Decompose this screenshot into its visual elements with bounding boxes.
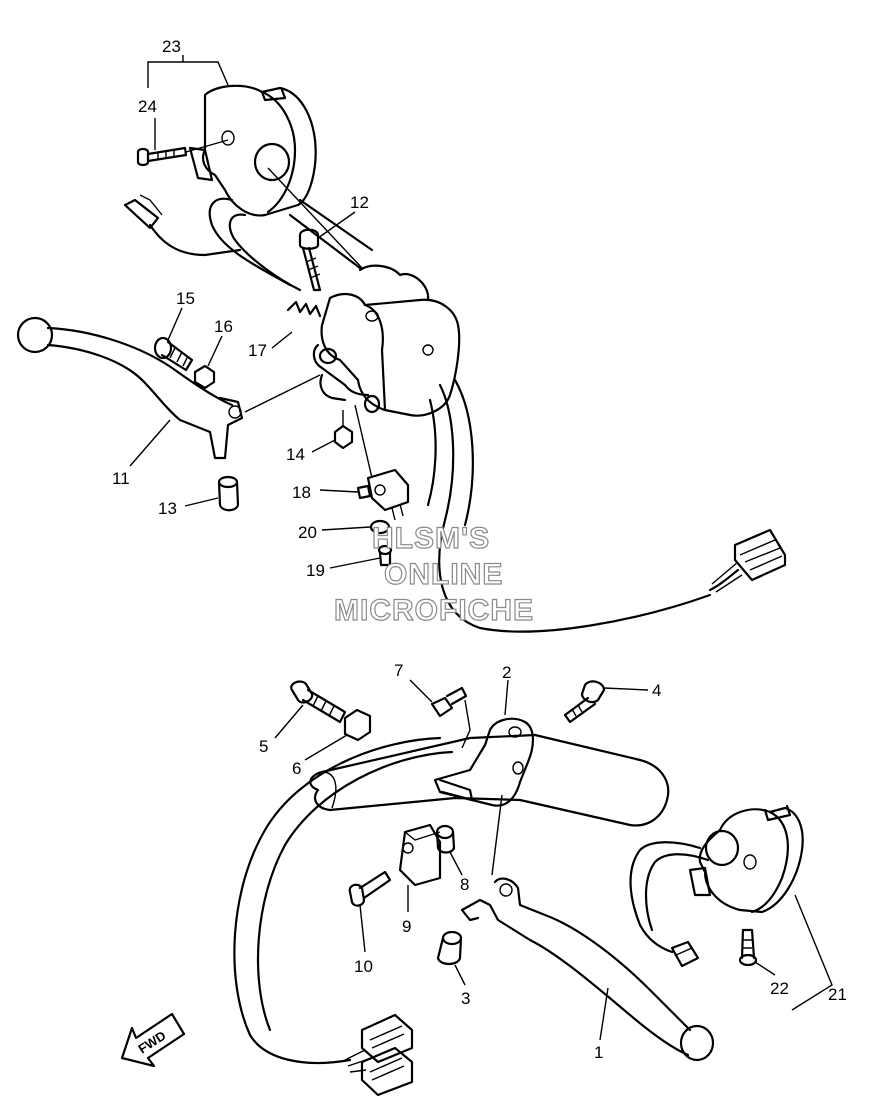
callout-12: 12 [350, 193, 369, 212]
handlebar-lower [309, 733, 670, 827]
bolt-5 [290, 680, 347, 724]
screw-19 [377, 544, 393, 567]
callout-23: 23 [162, 37, 181, 56]
nut-16 [193, 364, 216, 390]
callout-20: 20 [298, 523, 317, 542]
fwd-label: FWD [135, 1028, 168, 1057]
callout-17: 17 [248, 341, 267, 360]
watermark-line-3: MICROFICHE [334, 594, 534, 627]
screw-24 [136, 146, 188, 167]
callout-3: 3 [461, 989, 470, 1008]
clutch-cable [233, 736, 442, 1065]
callout-10: 10 [354, 957, 373, 976]
switch-wire-upper [208, 197, 292, 287]
bolt-4 [563, 680, 606, 724]
collar-13 [217, 475, 240, 512]
callout-21: 21 [828, 985, 847, 1004]
handlebar-switch-upper [188, 84, 317, 217]
leader-lines [129, 55, 833, 1041]
callout-16: 16 [214, 317, 233, 336]
clutch-switch-9 [398, 823, 442, 887]
callout-19: 19 [306, 561, 325, 580]
brake-hose [438, 383, 712, 633]
connector-upper-right [708, 528, 787, 593]
callout-labels: 1 2 3 4 5 6 7 8 9 10 11 12 13 14 15 16 1… [112, 37, 847, 1062]
callout-4: 4 [652, 681, 661, 700]
spring-17 [286, 300, 322, 318]
connector-lower-left [344, 1013, 414, 1097]
screw-22 [738, 928, 758, 967]
handlebar-upper [288, 213, 362, 270]
switch-lead [148, 223, 242, 257]
connector-lower-right [670, 940, 700, 968]
callout-22: 22 [770, 979, 789, 998]
collar-8 [435, 824, 456, 854]
watermark-line-2: ONLINE [384, 558, 503, 591]
callout-18: 18 [292, 483, 311, 502]
callout-7: 7 [394, 661, 403, 680]
callout-2: 2 [502, 663, 511, 682]
callout-15: 15 [176, 289, 195, 308]
master-cylinder [312, 264, 461, 417]
bolt-15 [153, 336, 194, 372]
watermark-line-1: HLSM'S [372, 522, 490, 555]
callout-9: 9 [402, 917, 411, 936]
switch-wire-lower [629, 841, 702, 954]
bolt-7 [430, 686, 471, 749]
handlebar-switch-lower [688, 804, 804, 914]
clutch-lever-1 [460, 877, 715, 1062]
screw-10 [348, 870, 392, 907]
collar-3 [436, 930, 463, 966]
washer-20 [369, 519, 391, 535]
callout-1: 1 [594, 1043, 603, 1062]
bolt-12 [298, 228, 322, 292]
watermark: HLSM'S ONLINE MICROFICHE [333, 521, 534, 627]
callout-6: 6 [292, 759, 301, 778]
callout-13: 13 [158, 499, 177, 518]
fwd-arrow-icon: FWD [120, 1012, 186, 1068]
nut-14 [333, 424, 354, 450]
switch-terminal [123, 198, 160, 230]
brake-lever-11 [16, 316, 244, 460]
callout-24: 24 [138, 97, 157, 116]
brake-switch-18 [356, 468, 410, 521]
lever-holder-2 [433, 717, 534, 807]
callout-8: 8 [460, 875, 469, 894]
nut-6 [343, 708, 372, 742]
callout-11: 11 [112, 469, 130, 488]
switch-wire-upper-2 [228, 213, 302, 292]
callout-14: 14 [286, 445, 305, 464]
callout-5: 5 [259, 737, 268, 756]
